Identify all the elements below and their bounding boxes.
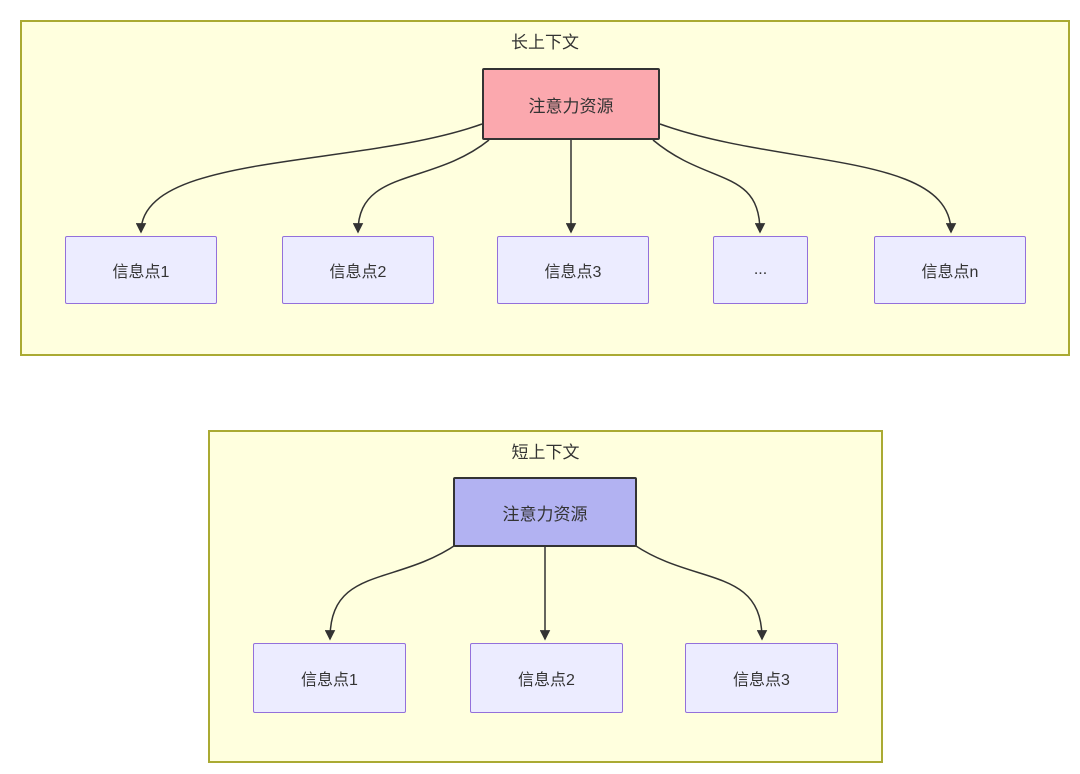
short-info-node-2: 信息点2 — [470, 643, 623, 713]
long-info-node-2: 信息点2 — [282, 236, 434, 304]
long-context-title: 长上下文 — [511, 33, 579, 52]
long-attention-resource-node: 注意力资源 — [482, 68, 660, 140]
long-info-node-3: 信息点3 — [497, 236, 649, 304]
short-context-title: 短上下文 — [511, 443, 580, 462]
long-info-node-ellipsis: ... — [713, 236, 808, 304]
long-info-node-n: 信息点n — [874, 236, 1026, 304]
long-info-node-1: 信息点1 — [65, 236, 217, 304]
short-info-node-1: 信息点1 — [253, 643, 406, 713]
short-info-node-3: 信息点3 — [685, 643, 838, 713]
short-attention-resource-node: 注意力资源 — [453, 477, 637, 547]
